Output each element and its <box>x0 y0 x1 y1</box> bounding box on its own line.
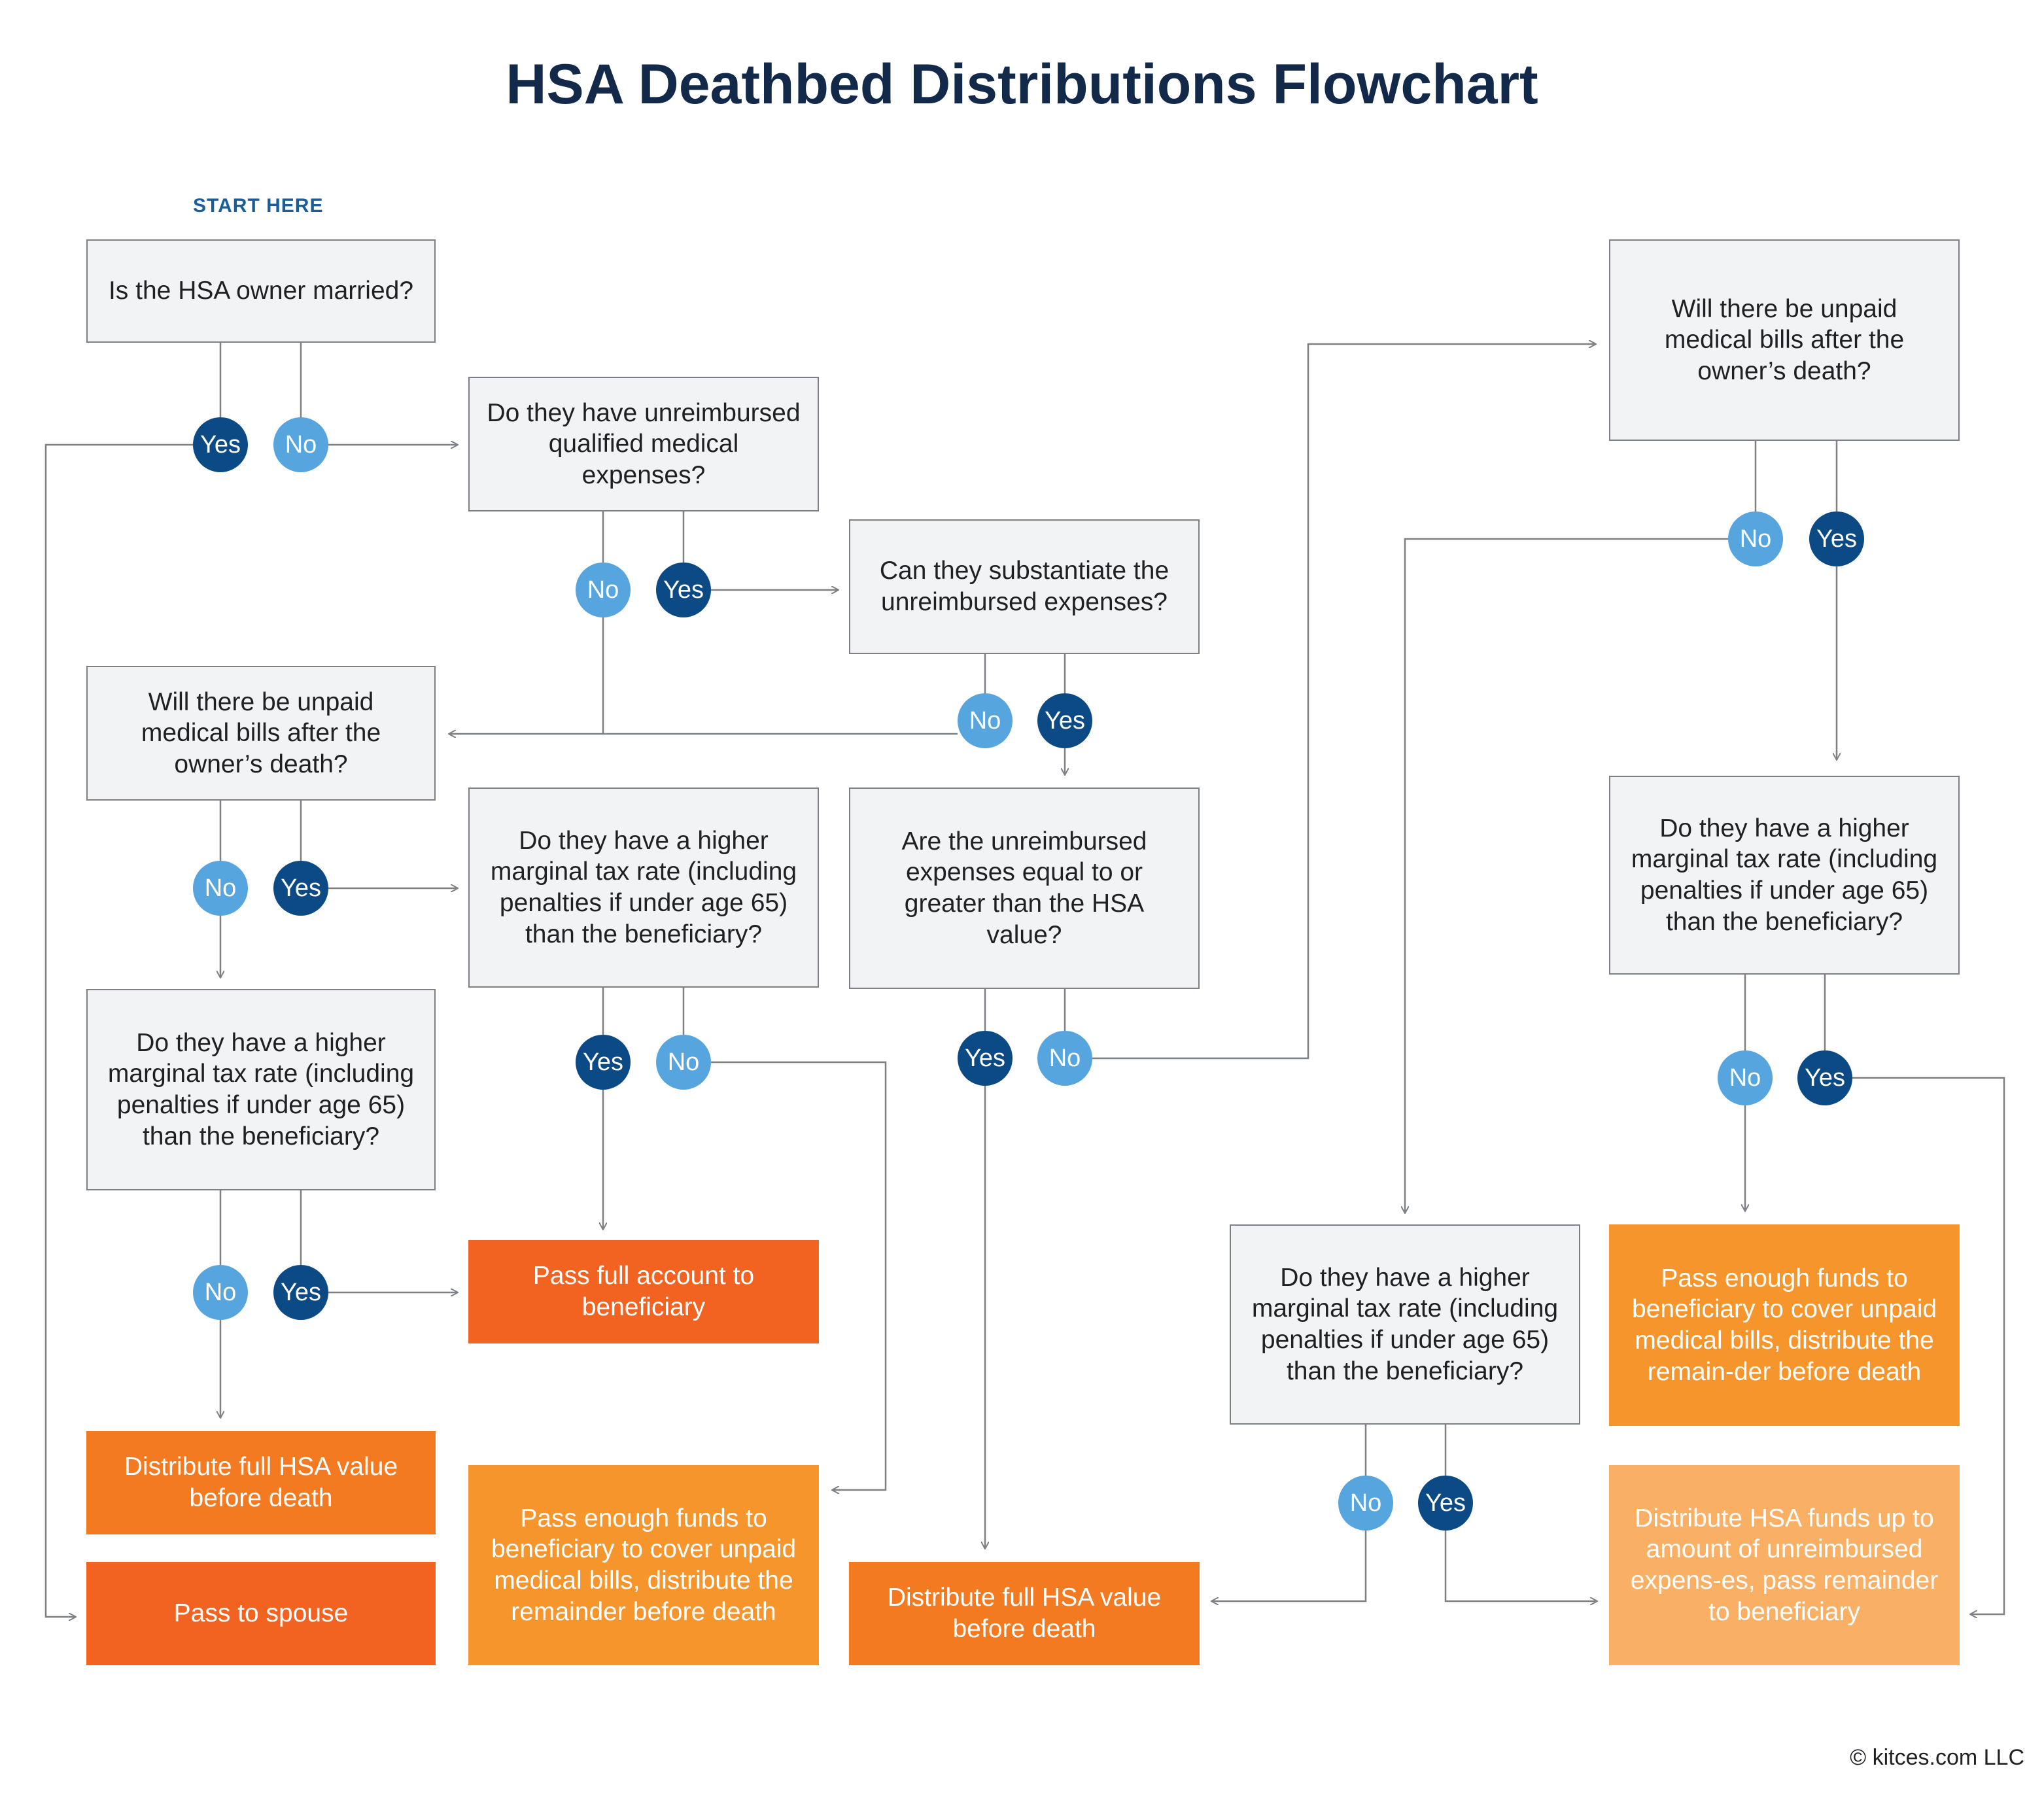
outcome-distribute-full-hsa-middle: Distribute full HSA value before death <box>849 1562 1200 1665</box>
connector <box>711 1061 887 1490</box>
start-here-label: START HERE <box>193 195 324 216</box>
question-tax-rate-bottom: Do they have a higher marginal tax rate … <box>1230 1224 1580 1425</box>
q7-yes-circle: Yes <box>958 1031 1013 1086</box>
question-hsa-owner-married: Is the HSA owner married? <box>86 239 436 343</box>
question-substantiate-expenses: Can they substantiate the unreimbursed e… <box>849 519 1200 654</box>
outcome-distribute-up-to-expenses: Distribute HSA funds up to amount of unr… <box>1609 1465 1960 1665</box>
q10-no-circle: No <box>1338 1476 1393 1531</box>
connector <box>1405 538 1728 1213</box>
q5-yes-circle: Yes <box>576 1035 631 1090</box>
question-tax-rate-middle: Do they have a higher marginal tax rate … <box>468 788 819 988</box>
q8-no-circle: No <box>1728 511 1783 566</box>
question-tax-rate-left: Do they have a higher marginal tax rate … <box>86 989 436 1190</box>
outcome-pass-enough-funds-right: Pass enough funds to beneficiary to cove… <box>1609 1224 1960 1426</box>
q10-yes-circle: Yes <box>1418 1476 1473 1531</box>
connector <box>1092 344 1596 1060</box>
q1-no-circle: No <box>273 417 328 472</box>
outcome-pass-to-spouse: Pass to spouse <box>86 1562 436 1665</box>
q9-no-circle: No <box>1718 1050 1773 1105</box>
outcome-pass-full-account: Pass full account to beneficiary <box>468 1240 819 1343</box>
outcome-distribute-full-hsa-left: Distribute full HSA value before death <box>86 1431 436 1534</box>
connector <box>44 443 193 1617</box>
q2-yes-circle: Yes <box>656 562 711 617</box>
q1-yes-circle: Yes <box>193 417 248 472</box>
q9-yes-circle: Yes <box>1797 1050 1852 1105</box>
q2-no-circle: No <box>576 562 631 617</box>
connector <box>1852 1077 2005 1614</box>
q3-no-circle: No <box>958 693 1013 748</box>
q5-no-circle: No <box>656 1035 711 1090</box>
question-unpaid-bills-right: Will there be unpaid medical bills after… <box>1609 239 1960 441</box>
q7-no-circle: No <box>1037 1031 1092 1086</box>
q8-yes-circle: Yes <box>1809 511 1864 566</box>
question-expenses-vs-hsa-value: Are the unreimbursed expenses equal to o… <box>849 788 1200 989</box>
q4-no-circle: No <box>193 861 248 916</box>
q3-yes-circle: Yes <box>1037 693 1092 748</box>
question-tax-rate-right: Do they have a higher marginal tax rate … <box>1609 776 1960 975</box>
q4-yes-circle: Yes <box>273 861 328 916</box>
connector <box>1211 1531 1367 1601</box>
connector <box>1444 1531 1597 1601</box>
outcome-pass-enough-funds-middle: Pass enough funds to beneficiary to cove… <box>468 1465 819 1665</box>
q6-no-circle: No <box>193 1265 248 1320</box>
q6-yes-circle: Yes <box>273 1265 328 1320</box>
question-unpaid-bills-left: Will there be unpaid medical bills after… <box>86 666 436 801</box>
copyright-text: © kitces.com LLC <box>1850 1745 2024 1770</box>
page-title: HSA Deathbed Distributions Flowchart <box>506 53 1538 116</box>
question-unreimbursed-expenses: Do they have unreimbursed qualified medi… <box>468 377 819 511</box>
